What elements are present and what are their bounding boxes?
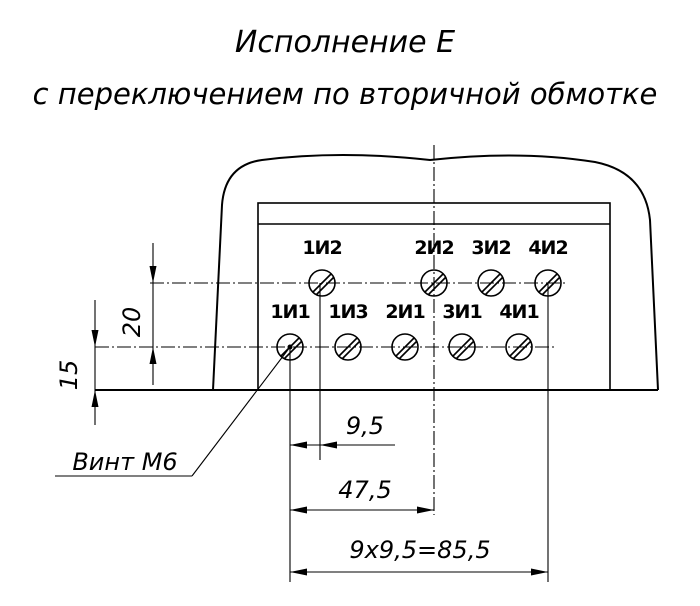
terminal-label: 3И2 xyxy=(471,237,510,259)
terminal-2I1: 2И1 xyxy=(385,301,426,361)
dimension-15-value: 15 xyxy=(55,360,83,391)
terminal-label: 3И1 xyxy=(442,301,481,323)
terminal-label: 2И1 xyxy=(385,301,424,323)
terminal-3I2: 3И2 xyxy=(471,237,512,297)
terminal-3I1: 3И1 xyxy=(442,301,483,361)
dimension-total-value: 9х9,5=85,5 xyxy=(349,536,490,564)
dimension-total: 9х9,5=85,5 xyxy=(290,536,548,576)
terminal-1I2: 1И2 xyxy=(302,237,343,297)
terminal-1I3: 1И3 xyxy=(328,301,369,361)
terminal-label: 4И1 xyxy=(499,301,538,323)
drawing-subtitle: с переключением по вторичной обмотке xyxy=(33,77,658,111)
terminal-label: 1И1 xyxy=(270,301,309,323)
dimension-9-5: 9,5 xyxy=(290,412,395,449)
terminal-label: 2И2 xyxy=(414,237,453,259)
terminal-label: 1И3 xyxy=(328,301,367,323)
dimension-15: 15 xyxy=(55,300,99,425)
housing-outline xyxy=(212,154,659,391)
screw-callout-text: Винт М6 xyxy=(72,448,177,476)
drawing-title: Исполнение Е xyxy=(235,25,455,60)
dimension-9-5-value: 9,5 xyxy=(346,412,384,440)
terminal-2I2: 2И2 xyxy=(414,237,455,297)
dimension-20: 20 xyxy=(118,243,157,385)
dimension-47-5-value: 47,5 xyxy=(338,476,391,504)
dimension-20-value: 20 xyxy=(118,307,146,338)
terminal-label: 1И2 xyxy=(302,237,341,259)
terminal-4I1: 4И1 xyxy=(499,301,540,361)
dimension-47-5: 47,5 xyxy=(290,476,434,514)
terminal-label: 4И2 xyxy=(528,237,567,259)
screw-callout: Винт М6 xyxy=(55,346,291,477)
terminal-4I2: 4И2 xyxy=(528,237,569,297)
